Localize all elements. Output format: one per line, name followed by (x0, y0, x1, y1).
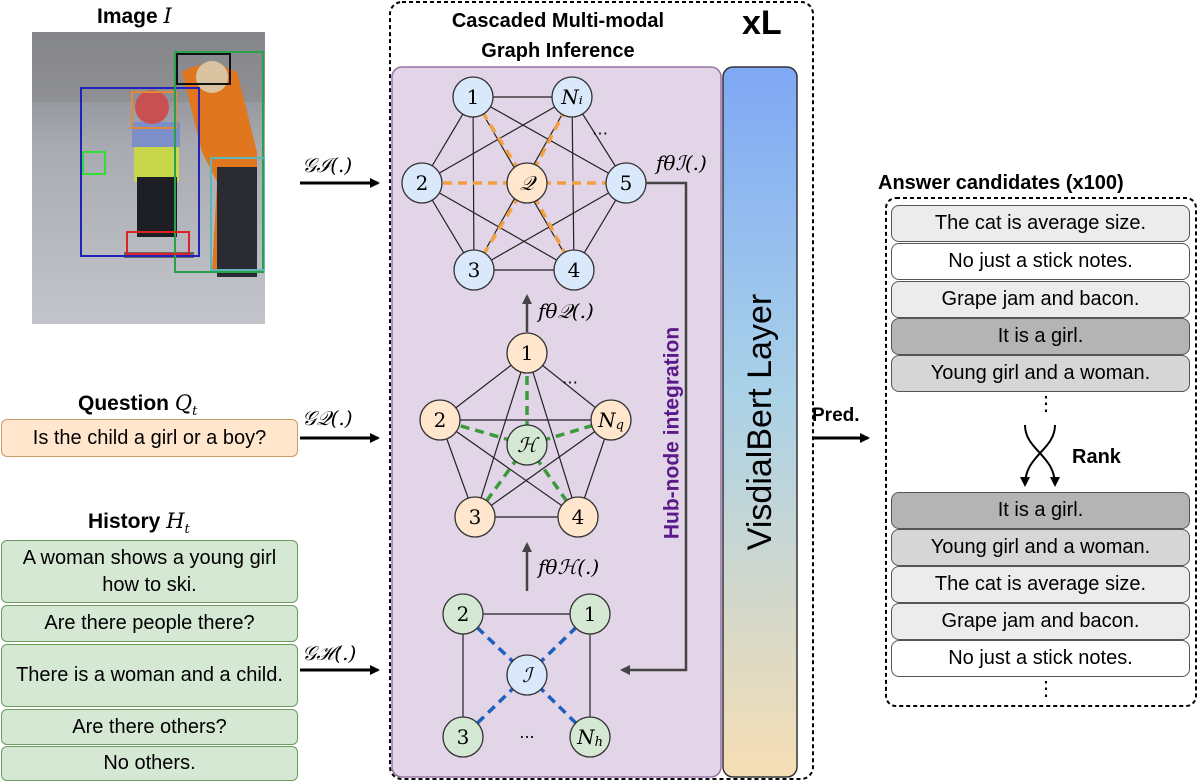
image-title: Image I (97, 4, 172, 28)
inference-title: Cascaded Multi-modal Graph Inference (451, 10, 665, 62)
answers-container (885, 197, 1197, 707)
answer-ranked: The cat is average size. (891, 566, 1190, 603)
history-item: There is a woman and a child. (1, 644, 298, 707)
f-question-label: fθ𝒬(.) (536, 299, 594, 323)
answer-candidate: Grape jam and bacon. (891, 281, 1190, 318)
node-label: 5 (620, 171, 633, 195)
answer-candidate: Young girl and a woman. (891, 355, 1190, 392)
image-graph (401, 76, 647, 291)
history-item: No others. (1, 746, 298, 781)
node-label: 3 (457, 725, 470, 749)
visdial-layer-label: VisdialBert Layer (741, 294, 779, 550)
ellipsis: ⋯ (562, 373, 578, 392)
answer-ranked: It is a girl. (891, 492, 1190, 529)
g-history-label: 𝒢ℋ(.) (302, 641, 356, 665)
hub-node (506, 654, 548, 696)
answers-ellipsis: ⋮ (1036, 678, 1056, 700)
node-label: 1 (584, 602, 597, 626)
graph-node (569, 716, 611, 758)
graph-node (452, 76, 494, 118)
question-box: Is the child a girl or a boy? (1, 419, 298, 457)
node-label: 2 (457, 602, 470, 626)
graph-node (442, 593, 484, 635)
ellipsis: ··· (519, 728, 534, 747)
visdial-layer-bar (722, 66, 798, 778)
node-label: 1 (467, 85, 480, 109)
hub-label: ℋ (517, 433, 540, 457)
node-label: 3 (469, 505, 482, 529)
g-image-label: 𝒢ℐ(.) (302, 153, 352, 177)
node-label: 1 (521, 341, 534, 365)
pred-label: Pred. (812, 405, 860, 426)
graph-node (453, 249, 495, 291)
graph-node (506, 332, 548, 374)
history-title: History Ht (88, 509, 190, 538)
inference-container (389, 1, 814, 780)
ski-photo (32, 32, 266, 324)
node-label: 4 (572, 505, 585, 529)
graph-node (590, 399, 632, 441)
answer-ranked: No just a stick notes. (891, 640, 1190, 677)
rank-label: Rank (1072, 446, 1121, 468)
answer-candidate: It is a girl. (891, 318, 1190, 355)
f-history-label: fθℋ(.) (536, 555, 599, 579)
answers-title: Answer candidates (x100) (878, 172, 1124, 194)
question-title: Question Qt (78, 391, 198, 420)
node-label: Nᵢ (560, 85, 583, 109)
feedback-arrow (620, 181, 688, 675)
answer-candidate: The cat is average size. (891, 205, 1190, 242)
hub-label: 𝒬 (520, 171, 538, 195)
g-question-label: 𝒢𝒬(.) (302, 406, 353, 430)
graph-node (442, 716, 484, 758)
hub-node (506, 424, 548, 466)
ellipsis: ⋯ (592, 124, 608, 143)
rank-arrow (1024, 424, 1060, 487)
history-item: Are there others? (1, 709, 298, 745)
node-label: 4 (568, 258, 581, 282)
repeat-label: xL (742, 4, 782, 42)
graph-node (569, 593, 611, 635)
history-item: Are there people there? (1, 605, 298, 642)
hub-integration-label: Hub-node integration (661, 327, 684, 539)
rank-arrow (1020, 424, 1056, 487)
f-image-label: fθℐ(.) (654, 151, 707, 175)
node-label: 2 (416, 171, 429, 195)
hub-node (506, 162, 548, 204)
answer-candidate: No just a stick notes. (891, 243, 1190, 280)
graph-node (553, 249, 595, 291)
question-graph (419, 332, 632, 538)
node-label: 3 (468, 258, 481, 282)
answers-ellipsis: ⋮ (1036, 393, 1056, 415)
answer-ranked: Grape jam and bacon. (891, 603, 1190, 640)
node-label: 2 (434, 408, 447, 432)
answer-ranked: Young girl and a woman. (891, 529, 1190, 566)
graph-node (557, 496, 599, 538)
history-graph (442, 593, 611, 758)
graph-node (419, 399, 461, 441)
graph-node (454, 496, 496, 538)
graph-node (401, 162, 443, 204)
graph-node (551, 76, 593, 118)
history-item: A woman shows a young girl how to ski. (1, 540, 298, 603)
